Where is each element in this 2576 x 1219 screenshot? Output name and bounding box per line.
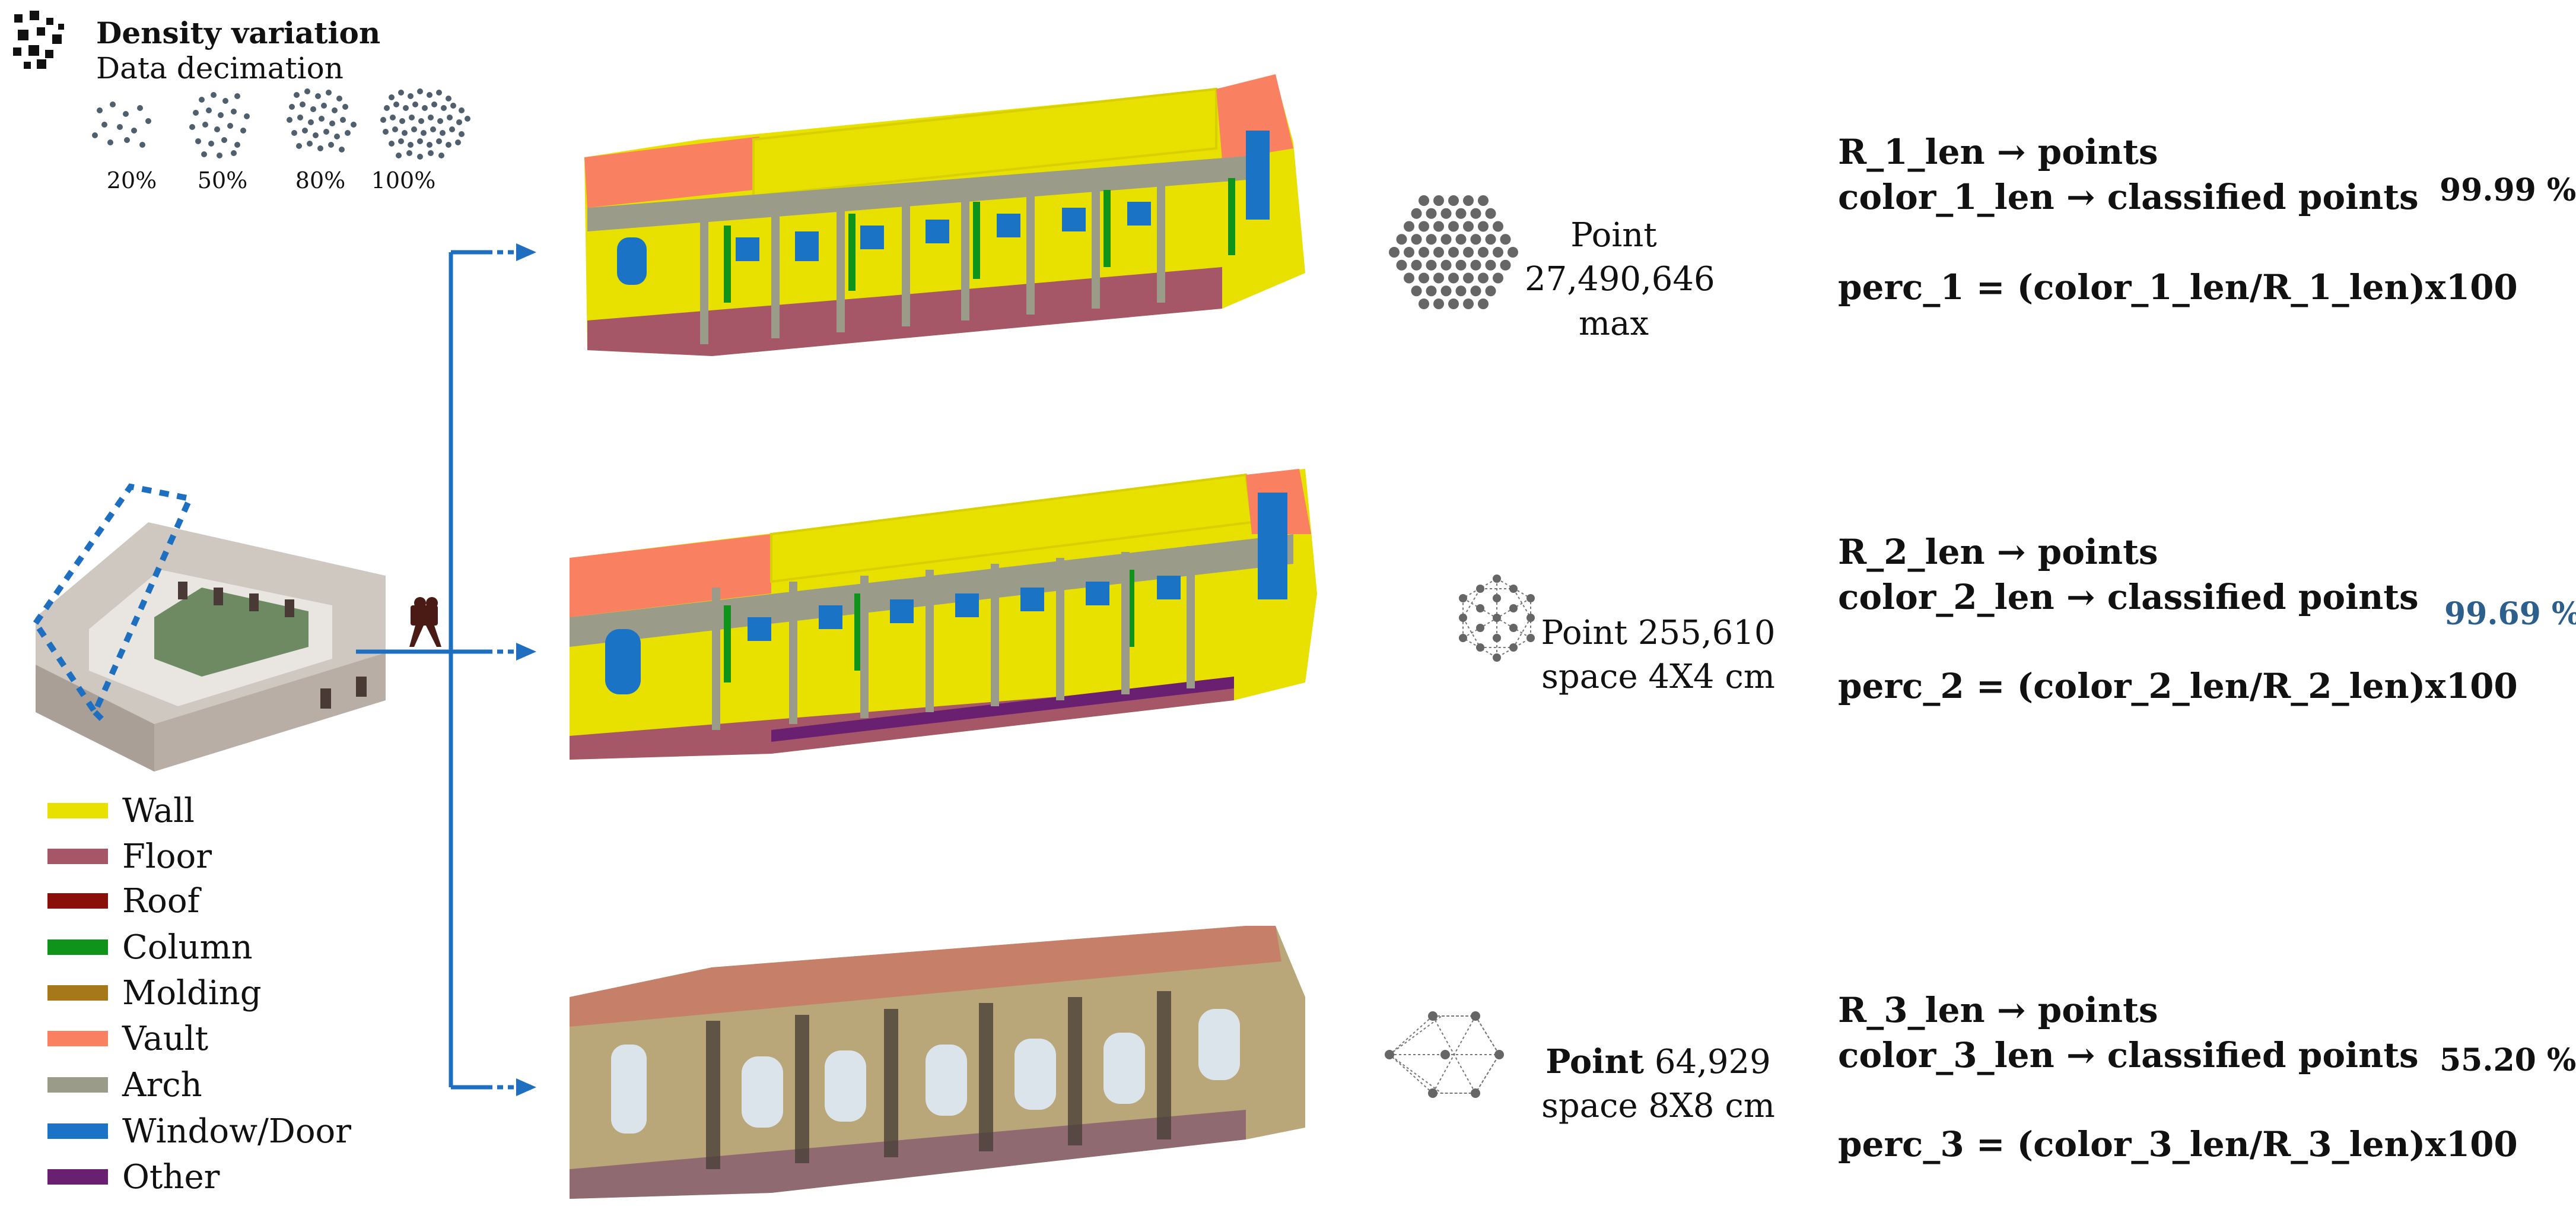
legend-swatch [47,1123,108,1139]
legend-label: Wall [122,791,195,830]
row1-points-line: R_1_len → points [1838,132,2158,172]
legend-item-molding: Molding [47,970,262,1015]
legend-label: Roof [122,881,200,920]
row2-point-count: Point 255,610 [1541,614,1776,652]
row1-point-info: Point 27,490,646 max [1525,214,1715,346]
row3-percent: 55.20 % [2440,1042,2576,1078]
legend-label: Vault [122,1019,209,1058]
legend-label: Arch [122,1065,202,1104]
decimation-label-80: 80% [295,167,346,193]
legend-item-wall: Wall [47,788,195,833]
row1-point-label: Point [1570,216,1657,255]
legend-item-floor: Floor [47,834,212,879]
legend-swatch [47,1031,108,1046]
legend-swatch [47,893,108,909]
legend-swatch [47,1169,108,1185]
row1-point-note: max [1578,304,1649,343]
row3-point-count: Point 64,929 [1525,1040,1792,1084]
decimation-label-50: 50% [197,167,248,193]
decimation-label-100: 100% [371,167,436,193]
row3-spacing: space 8X8 cm [1541,1087,1775,1126]
legend-label: Molding [122,973,262,1012]
row2-point-info: Point 255,610 space 4X4 cm [1525,611,1792,700]
legend-label: Window/Door [122,1112,352,1151]
legend-item-arch: Arch [47,1062,202,1107]
header-title: Density variation [96,15,381,50]
row1-formula: perc_1 = (color_1_len/R_1_len)x100 [1838,267,2518,307]
row2-percent: 99.69 % [2444,596,2576,632]
legend-label: Other [122,1157,220,1196]
legend-swatch [47,985,108,1001]
legend-label: Floor [122,837,212,876]
legend-swatch [47,939,108,955]
legend-item-column: Column [47,925,253,970]
legend-item-vault: Vault [47,1016,208,1061]
row1-point-count: 27,490,646 [1525,260,1715,299]
row3-point-value: 64,929 [1644,1043,1771,1081]
row3-classified-line: color_3_len → classified points [1838,1035,2419,1075]
legend-swatch [47,1077,108,1093]
row1-percent: 99.99 % [2440,172,2576,208]
row1-classified-line: color_1_len → classified points [1838,177,2419,217]
legend-item-other: Other [47,1154,220,1199]
row3-formula: perc_3 = (color_3_len/R_3_len)x100 [1838,1124,2518,1164]
row3-point-info: Point 64,929 space 8X8 cm [1525,1040,1792,1129]
legend-swatch [47,803,108,818]
row2-points-line: R_2_len → points [1838,532,2158,572]
row3-point-label: Point [1545,1042,1645,1081]
row3-points-line: R_3_len → points [1838,990,2158,1030]
header-subtitle: Data decimation [96,51,344,85]
row2-classified-line: color_2_len → classified points [1838,577,2419,617]
legend-swatch [47,849,108,864]
row2-spacing: space 4X4 cm [1541,658,1775,697]
legend-label: Column [122,928,253,967]
legend-item-window-door: Window/Door [47,1109,351,1154]
row2-formula: perc_2 = (color_2_len/R_2_len)x100 [1838,666,2518,706]
decimation-label-20: 20% [106,167,157,193]
legend-item-roof: Roof [47,878,199,923]
